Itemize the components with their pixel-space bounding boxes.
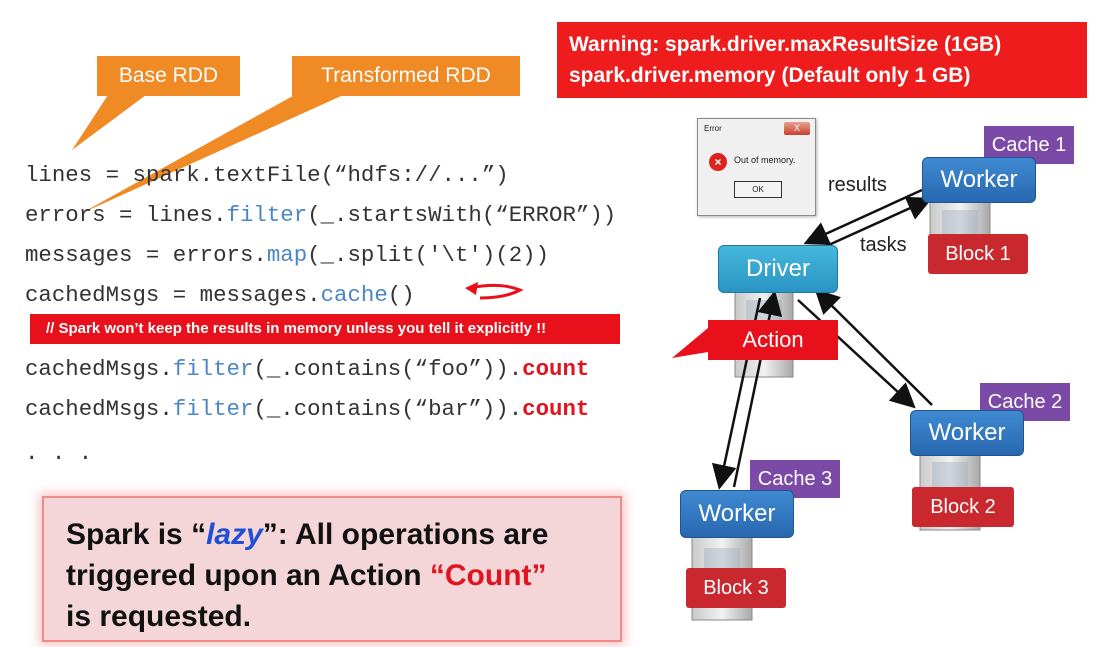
results-label: results	[828, 174, 887, 196]
action-pointer	[672, 328, 708, 358]
error-icon: ×	[709, 153, 727, 171]
driver-to-worker2-arrow	[797, 299, 916, 409]
code-line-ellipsis: . . .	[25, 440, 93, 466]
driver-node: Driver	[718, 245, 838, 293]
lazy-line-2: triggered upon an Action “Count”	[66, 559, 547, 592]
worker-3-node: Worker	[680, 490, 794, 538]
dialog-title: Error	[704, 124, 722, 133]
code-line-3: messages = errors.map(_.split('\t')(2))	[25, 242, 550, 268]
block-1-label: Block 1	[928, 234, 1028, 274]
action-label: Action	[708, 320, 838, 360]
dialog-ok-button[interactable]: OK	[734, 181, 782, 198]
warning-line-1: Warning: spark.driver.maxResultSize (1GB…	[569, 33, 1002, 56]
code-line-2: errors = lines.filter(_.startsWith(“ERRO…	[25, 202, 617, 228]
block-3-label: Block 3	[686, 568, 786, 608]
base-rdd-pointer	[72, 92, 150, 150]
code-line-5: cachedMsgs.filter(_.contains(“foo”)).cou…	[25, 356, 590, 382]
code-line-1: lines = spark.textFile(“hdfs://...”)	[25, 162, 509, 188]
base-rdd-callout: Base RDD	[97, 56, 240, 96]
results-arrow	[803, 188, 923, 246]
tasks-label: tasks	[860, 234, 907, 256]
transformed-rdd-callout: Transformed RDD	[292, 56, 520, 96]
dialog-message: Out of memory.	[734, 155, 796, 165]
lazy-evaluation-box: Spark is “lazy”: All operations are trig…	[42, 496, 622, 642]
lazy-line-1: Spark is “lazy”: All operations are	[66, 518, 549, 551]
dialog-close-button[interactable]: X	[784, 122, 810, 135]
error-dialog: Error X × Out of memory. OK	[697, 118, 816, 216]
block-2-label: Block 2	[912, 487, 1014, 527]
code-line-4: cachedMsgs = messages.cache()	[25, 282, 415, 308]
warning-line-2: spark.driver.memory (Default only 1 GB)	[569, 64, 971, 87]
tasks-arrow	[821, 196, 933, 250]
explicit-cache-note: // Spark won’t keep the results in memor…	[30, 314, 620, 344]
worker-1-node: Worker	[922, 157, 1036, 203]
cache-arrow	[469, 283, 524, 300]
code-line-6: cachedMsgs.filter(_.contains(“bar”)).cou…	[25, 396, 590, 422]
worker-2-node: Worker	[910, 410, 1024, 456]
lazy-line-3: is requested.	[66, 600, 252, 633]
transformed-rdd-pointer	[80, 92, 350, 214]
worker2-to-driver-arrow	[814, 288, 933, 406]
warning-banner: Warning: spark.driver.maxResultSize (1GB…	[557, 22, 1087, 98]
